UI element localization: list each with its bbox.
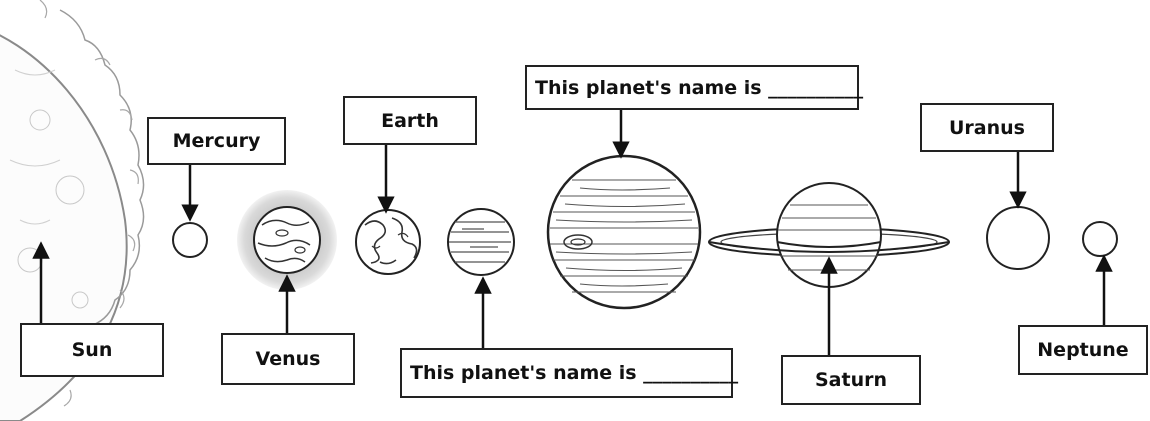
neptune-planet — [1083, 222, 1117, 256]
saturn-label: Saturn — [815, 369, 887, 391]
venus-label-box: Venus — [221, 333, 355, 385]
uranus-label: Uranus — [949, 117, 1025, 139]
saturn-label-box: Saturn — [781, 355, 921, 405]
earth-label: Earth — [381, 110, 439, 132]
mars-prompt-label: This planet's name is __________ — [410, 362, 738, 384]
earth-label-box: Earth — [343, 96, 477, 145]
sun-label: Sun — [72, 339, 113, 361]
sun-label-box: Sun — [20, 323, 164, 377]
uranus-label-box: Uranus — [920, 103, 1054, 152]
jupiter-planet — [548, 156, 700, 308]
jupiter-prompt-label: This planet's name is __________ — [535, 77, 863, 99]
mars-prompt-box: This planet's name is __________ — [400, 348, 733, 398]
venus-planet — [237, 190, 337, 290]
jupiter-prompt-box: This planet's name is __________ — [525, 65, 859, 110]
venus-label: Venus — [256, 348, 321, 370]
mars-planet — [448, 209, 514, 275]
earth-planet — [356, 210, 420, 274]
neptune-label: Neptune — [1037, 339, 1128, 361]
mercury-label-box: Mercury — [147, 117, 286, 165]
uranus-planet — [987, 207, 1049, 269]
neptune-label-box: Neptune — [1018, 325, 1148, 375]
mercury-label: Mercury — [173, 130, 261, 152]
mercury-planet — [173, 223, 207, 257]
